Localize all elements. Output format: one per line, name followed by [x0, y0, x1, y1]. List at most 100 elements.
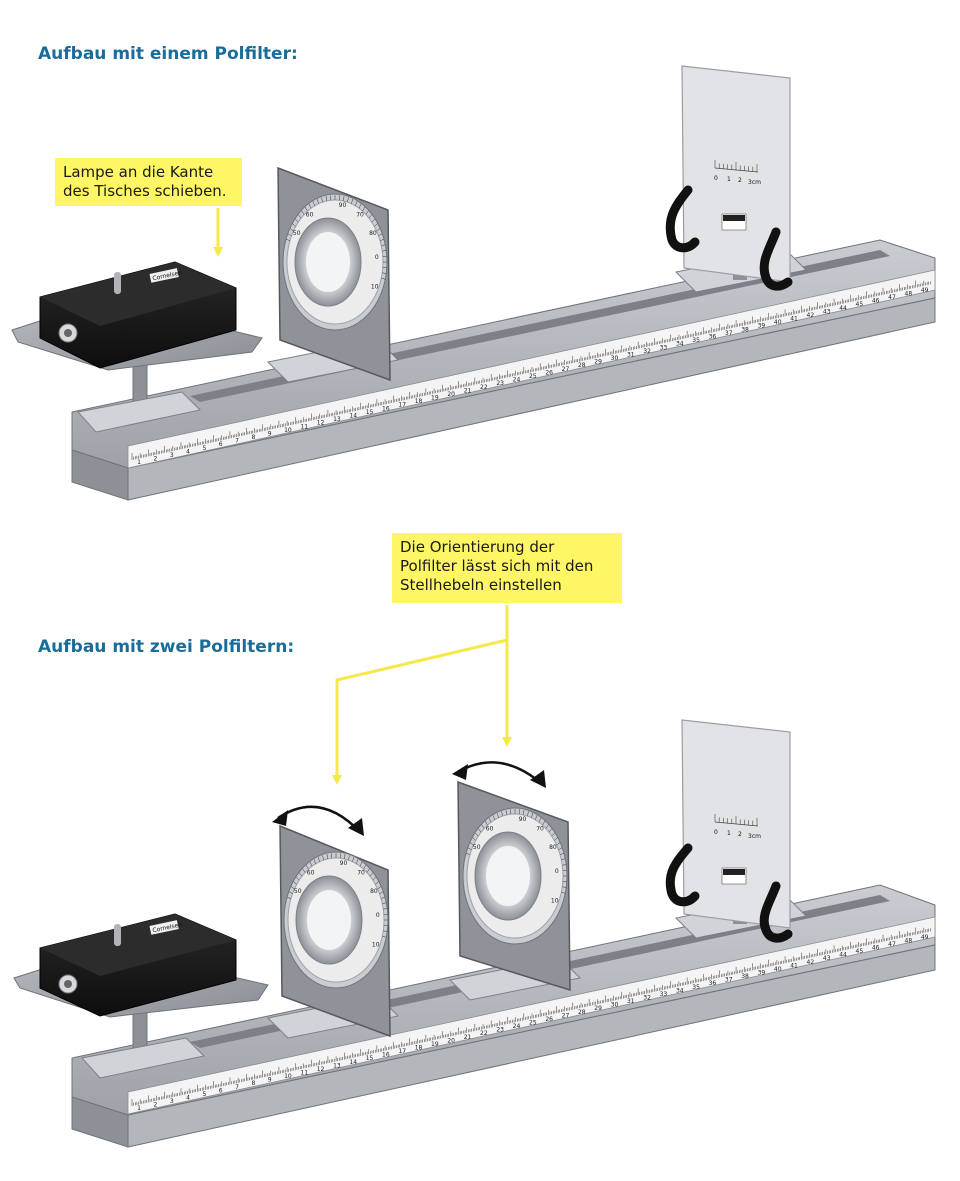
polfilter-dial-label: 0 — [376, 912, 380, 919]
polfilter-dial-tick — [358, 203, 362, 209]
rail-scale-label: 38 — [741, 973, 749, 980]
rail-scale-label: 4 — [186, 1095, 190, 1102]
rail-scale-label: 29 — [594, 1005, 602, 1012]
screen-clip-right — [759, 227, 793, 291]
polfilter-dial-tick — [348, 855, 350, 861]
polfilter-dial-tick — [478, 828, 482, 833]
rail-scale-label: 46 — [872, 945, 880, 952]
polfilter-dial-tick — [289, 228, 294, 232]
rail-scale-label: 49 — [921, 287, 929, 294]
callout-orientation-arrow-1 — [332, 605, 509, 785]
polfilter-dial-tick — [542, 820, 546, 826]
polfilter-dial-tick — [352, 856, 355, 862]
callout-lamp-edge-line2: des Tisches schieben. — [63, 182, 227, 200]
polfilter-dial-tick — [535, 815, 538, 820]
rail-scale-label: 41 — [790, 316, 798, 323]
rail-scale-label: 30 — [611, 355, 619, 362]
polfilter-dial-tick — [304, 206, 308, 212]
polfilter-dial-tick — [305, 864, 309, 870]
rail-scale-label: 12 — [317, 1066, 325, 1073]
polfilter-dial-tick — [527, 811, 529, 817]
rail-scale-label: 15 — [366, 1055, 374, 1062]
rail-scale-label: 49 — [921, 934, 929, 941]
polfilter-dial-tick — [298, 214, 302, 219]
polfilter-dial-tick — [382, 902, 387, 905]
polfilter-dial-tick — [374, 223, 378, 227]
rail-scale-label: 11 — [300, 1070, 308, 1077]
screen-clip-left — [665, 185, 700, 253]
polfilter-dial-tick — [375, 881, 379, 885]
rail-scale-label: 36 — [709, 333, 717, 340]
lamp-switch[interactable] — [114, 924, 121, 946]
polfilter-dial-label: 90 — [519, 816, 527, 823]
rail-scale-label: 34 — [676, 987, 684, 994]
polfilter-dial-tick — [369, 872, 373, 877]
rail-scale-label: 31 — [627, 998, 635, 1005]
rail-scale-label: 33 — [660, 344, 668, 351]
rail-scale: 1234567891011121314151617181920212223242… — [131, 280, 931, 466]
rail-scale-label: 16 — [382, 405, 390, 412]
polfilter-dial-label: 60 — [486, 825, 494, 832]
polfilter-dial-tick — [562, 886, 567, 888]
polfilter-dial-tick — [380, 238, 384, 242]
rail-scale-label: 27 — [562, 1012, 570, 1019]
rail-scale-label: 17 — [398, 402, 406, 409]
callout-lamp-edge-line1: Lampe an die Kante — [63, 163, 214, 181]
polfilter-dial-tick — [484, 820, 488, 826]
polfilter-dial-tick — [362, 206, 366, 212]
polfilter-dial-tick — [294, 218, 299, 223]
polfilter-dial-tick — [377, 886, 382, 890]
rail-scale-label: 40 — [774, 966, 782, 973]
rail-scale-label: 28 — [578, 362, 586, 369]
rail-scale-label: 27 — [562, 366, 570, 373]
polfilter-dial-tick — [382, 935, 387, 938]
rail-scale-label: 16 — [382, 1052, 390, 1059]
polfilter-dial-tick — [288, 891, 293, 895]
rail-scale-label: 19 — [431, 1041, 439, 1048]
polfilter-dial-tick — [365, 210, 369, 215]
polfilter-dial-tick — [381, 277, 386, 280]
polfilter-dial-tick — [301, 210, 305, 215]
rail-scale-label: 17 — [398, 1048, 406, 1055]
callout-filter-orientation: Die Orientierung der Polfilter lässt sic… — [392, 533, 622, 603]
rail-scale-label: 36 — [709, 980, 717, 987]
polfilter-dial-tick — [317, 856, 320, 862]
callout-orientation-line3: Stellhebeln einstellen — [400, 576, 562, 594]
polfilter-dial-tick — [316, 198, 319, 204]
rail-scale-label: 23 — [496, 1027, 504, 1034]
rail-scale-label: 40 — [774, 319, 782, 326]
rail-scale-label: 31 — [627, 351, 635, 358]
rail-carrier-lamp — [81, 1037, 206, 1079]
rail-scale-label: 45 — [856, 301, 864, 308]
polfilter-dial-tick — [299, 872, 303, 877]
rail-scale-label: 32 — [643, 995, 651, 1002]
polfilter-dial-tick — [551, 832, 556, 837]
polfilter-dial-label: 10 — [371, 284, 379, 291]
screen-scale-label-1: 1 — [727, 830, 731, 837]
rail-scale-label: 42 — [807, 959, 815, 966]
screen-scale-label-0: 0 — [714, 829, 718, 836]
screen-scale-label-0: 0 — [714, 175, 718, 182]
polfilter-dial-label: 90 — [340, 860, 348, 867]
polfilter-dial-label: 70 — [357, 869, 365, 876]
rail-scale-label: 37 — [725, 330, 733, 337]
rail-scale-label: 34 — [676, 341, 684, 348]
polfilter-dial-tick — [344, 853, 346, 859]
polfilter-dial-tick — [359, 861, 363, 867]
polfilter-dial-tick — [383, 908, 388, 910]
polfilter-dial-tick — [381, 896, 385, 900]
rail-scale-label: 22 — [480, 384, 488, 391]
polfilter-dial-tick — [545, 824, 549, 829]
rail-scale-label: 19 — [431, 395, 439, 402]
polfilter-dial-tick — [523, 809, 525, 815]
lamp-switch[interactable] — [114, 272, 121, 294]
rail-scale-label: 4 — [186, 448, 190, 455]
rail-scale-label: 8 — [251, 434, 255, 441]
screen-clip-right — [759, 881, 793, 943]
